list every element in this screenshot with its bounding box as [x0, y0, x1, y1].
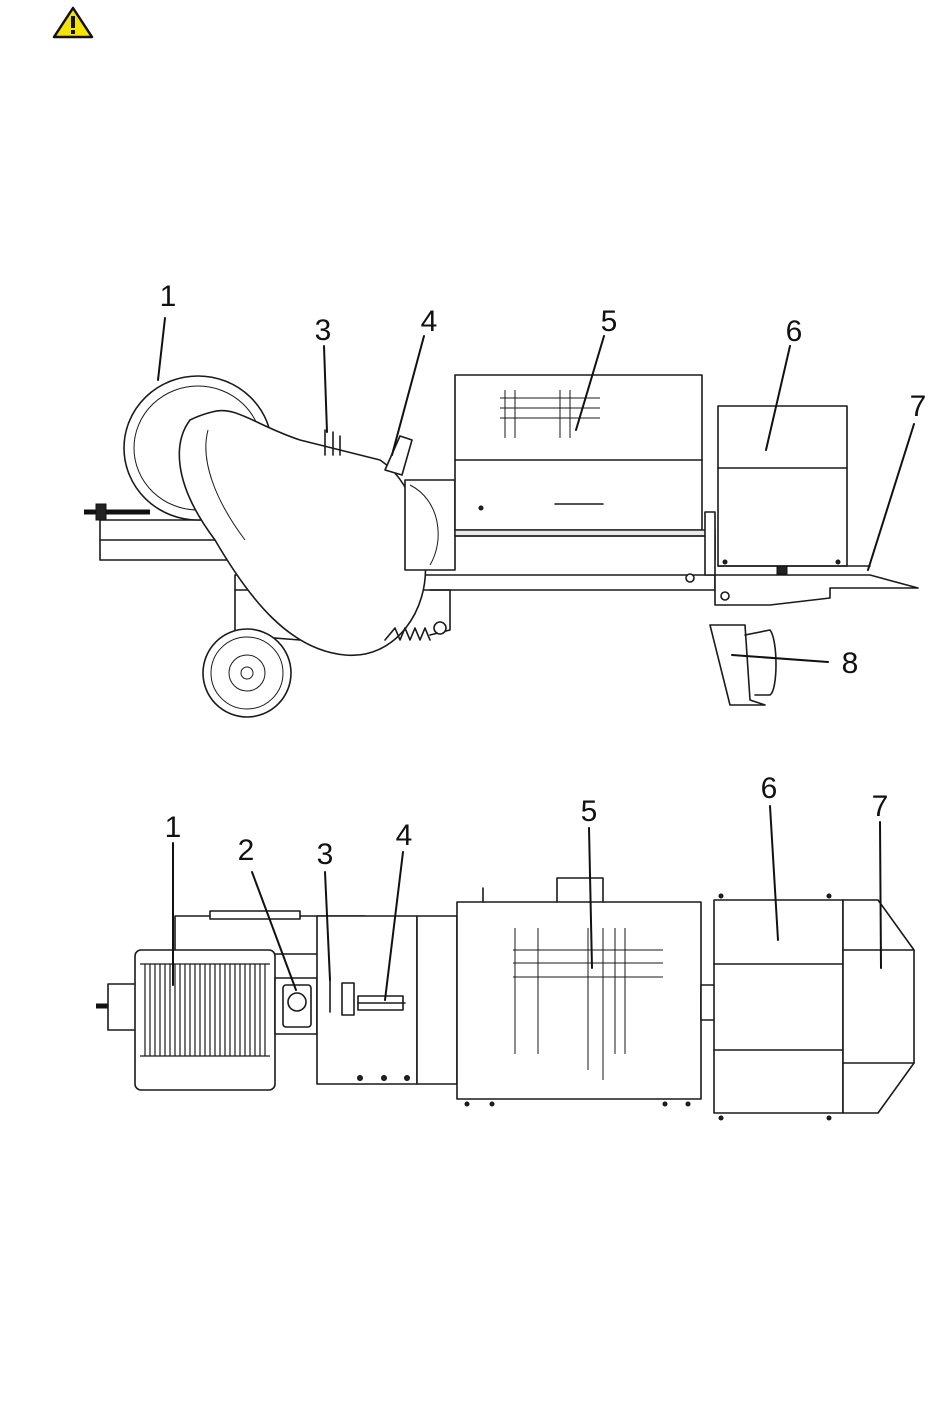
side-label-7: 7: [910, 390, 927, 423]
top-label-1: 1: [165, 811, 182, 844]
top-label-5: 5: [581, 795, 598, 828]
side-label-5: 5: [601, 305, 618, 338]
top-view-drawing: [96, 878, 914, 1120]
side-label-8: 8: [842, 647, 859, 680]
side-label-6: 6: [786, 315, 803, 348]
side-view-drawing: [84, 375, 918, 717]
top-label-3: 3: [317, 838, 334, 871]
top-view-labels: 1 2 3 4 5 6 7: [165, 772, 889, 871]
side-label-3: 3: [315, 314, 332, 347]
top-label-2: 2: [238, 834, 255, 867]
top-label-7: 7: [872, 790, 889, 823]
warning-triangle-icon: [54, 8, 92, 37]
motor-cooling-fins: [140, 964, 270, 1056]
side-label-4: 4: [421, 305, 438, 338]
top-label-4: 4: [396, 819, 413, 852]
top-label-6: 6: [761, 772, 778, 805]
side-label-1: 1: [160, 280, 177, 313]
